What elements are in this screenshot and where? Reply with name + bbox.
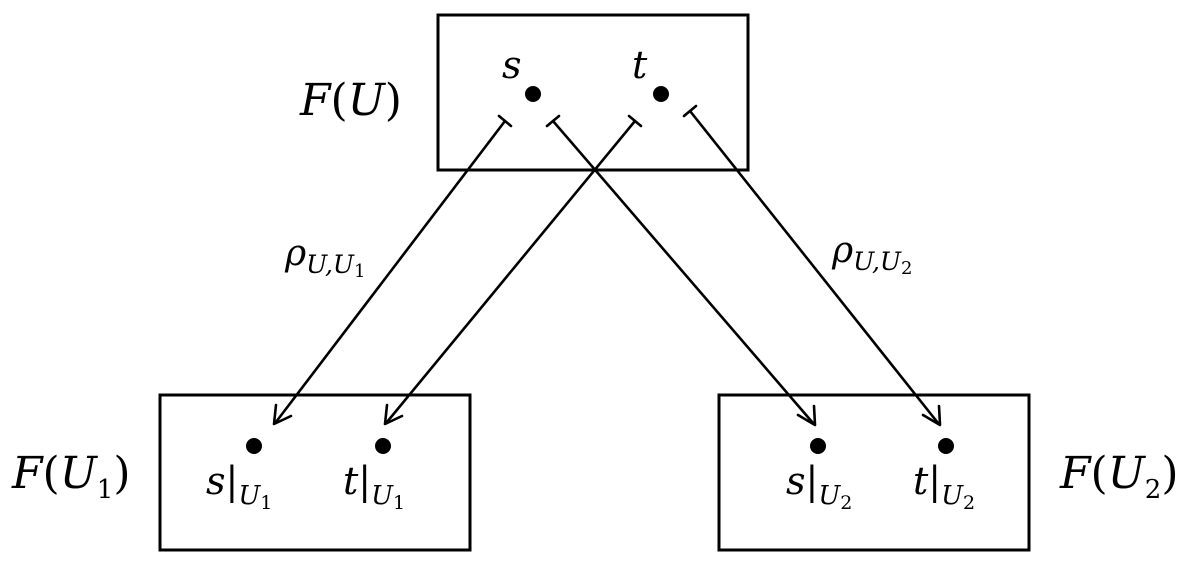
left-box xyxy=(158,393,472,552)
left-box-label: F(U1) xyxy=(11,448,131,505)
left-element-s-dot xyxy=(246,438,262,454)
top-element-s-label: s xyxy=(502,43,522,87)
arrow-t-to-right xyxy=(682,104,942,427)
top-element-t-dot xyxy=(653,86,669,102)
right-box-label: F(U2) xyxy=(1059,448,1179,505)
left-element-t-label: t|U1 xyxy=(343,459,405,514)
left-element-t-dot xyxy=(375,438,391,454)
right-element-s-label: s|U2 xyxy=(786,459,852,514)
top-element-s-dot xyxy=(525,86,541,102)
right-element-t-label: t|U2 xyxy=(913,459,975,514)
right-element-t-dot xyxy=(938,438,954,454)
map-label-right: ρU,U2 xyxy=(831,230,912,279)
map-label-left: ρU,U1 xyxy=(284,233,365,282)
top-element-t-label: t xyxy=(632,43,648,87)
arrow-s-to-right xyxy=(545,114,817,427)
left-element-s-label: s|U1 xyxy=(206,459,272,514)
right-element-s-dot xyxy=(810,438,826,454)
top-box-label: F(U) xyxy=(299,75,402,126)
right-box xyxy=(717,393,1031,552)
arrow-t-to-left xyxy=(383,114,643,426)
arrow-s-to-left xyxy=(272,114,513,426)
